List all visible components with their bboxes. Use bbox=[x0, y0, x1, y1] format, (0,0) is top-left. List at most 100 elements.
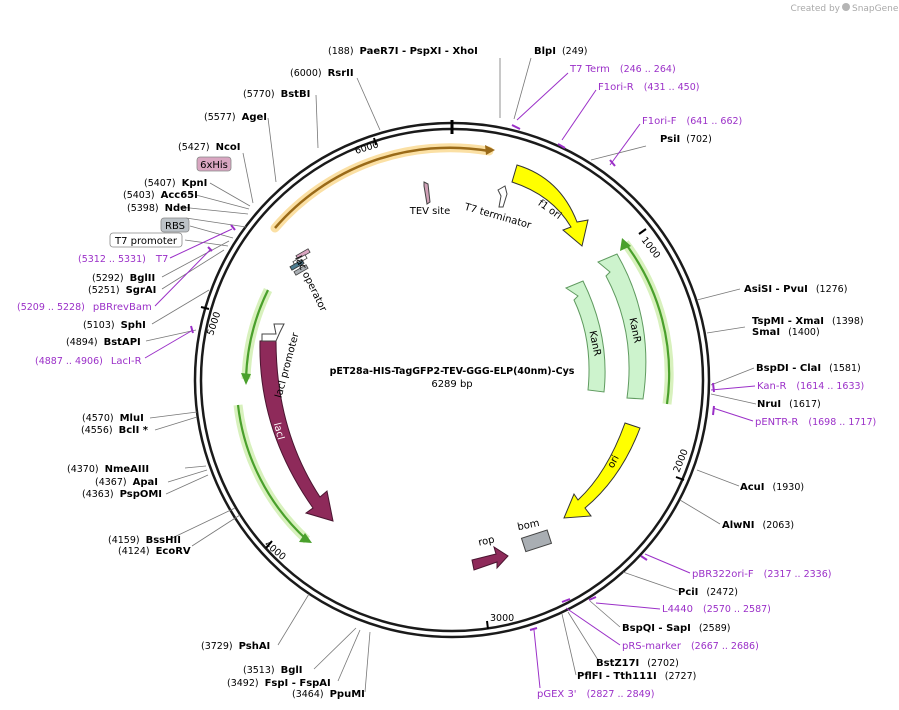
leader-ecorv bbox=[191, 514, 241, 547]
label-nrui: NruI(1617) bbox=[757, 399, 821, 410]
primer-mark-kanr bbox=[712, 382, 715, 393]
label-fspi-fspai: (3492)FspI - FspAI bbox=[227, 678, 331, 689]
label-acui: AcuI(1930) bbox=[740, 482, 804, 493]
label-ndei: (5398)NdeI bbox=[127, 203, 191, 214]
label-nmeaiii: (4370)NmeAIII bbox=[67, 464, 149, 475]
label-agei: (5577)AgeI bbox=[204, 112, 267, 123]
leader-bglii bbox=[161, 240, 230, 278]
label-bspdi-clai: BspDI - ClaI(1581) bbox=[756, 363, 861, 374]
tick-label-2000: 2000 bbox=[672, 448, 691, 475]
ori-label: ori bbox=[606, 453, 622, 470]
label-ncoi: (5427)NcoI bbox=[178, 142, 240, 153]
rop-label: rop bbox=[477, 534, 495, 548]
tev-site-feature bbox=[423, 181, 431, 205]
leader-t7promoter bbox=[184, 239, 229, 247]
primer-lines bbox=[144, 72, 756, 689]
primer-mark-f1orif bbox=[609, 159, 616, 167]
leader-nrui bbox=[710, 393, 757, 405]
leader-fspi bbox=[337, 629, 361, 682]
label-paer7i-pspxi-xhoi: (188)PaeR7I - PspXI - XhoI bbox=[328, 46, 478, 57]
label-kpni: (5407)KpnI bbox=[144, 178, 207, 189]
leader-blpi bbox=[513, 57, 532, 120]
primer-line-lacir bbox=[144, 329, 194, 359]
primer-line-f1orif bbox=[609, 123, 641, 166]
leader-ncoi bbox=[242, 152, 254, 204]
leader-kpni bbox=[209, 182, 251, 207]
label-t7-primer: (5312 .. 5331)T7 bbox=[78, 254, 168, 265]
plasmid-size: 6289 bp bbox=[431, 379, 472, 390]
t7-terminator-feature bbox=[497, 185, 508, 208]
label-psii: PsiI(702) bbox=[660, 134, 712, 145]
t7-promoter-label: T7 promoter bbox=[114, 236, 178, 247]
label-bspqi-sapi: BspQI - SapI(2589) bbox=[622, 623, 731, 634]
features: f1 ori KanR KanR ori lacI rop bom TEV si… bbox=[233, 143, 674, 571]
orange-cds-arrow bbox=[274, 146, 490, 229]
tick-mark-5000 bbox=[200, 306, 210, 310]
label-tspmi-xmai: TspMI - XmaI(1398) bbox=[752, 316, 864, 327]
label-pbr322ori-f: pBR322ori-F(2317 .. 2336) bbox=[692, 569, 831, 580]
primer-mark-f1orir bbox=[557, 143, 566, 149]
laci-promoter-feature bbox=[261, 323, 285, 342]
plasmid-name: pET28a-HIS-TagGFP2-TEV-GGG-ELP(40nm)-Cys bbox=[330, 366, 575, 377]
leader-ndei bbox=[179, 206, 249, 215]
lac-operator-label: lac operator bbox=[292, 254, 329, 314]
label-apai: (4367)ApaI bbox=[95, 477, 158, 488]
leader-lines bbox=[145, 57, 757, 693]
leader-bstbi bbox=[315, 94, 319, 149]
label-bsshii: (4159)BssHII bbox=[108, 535, 181, 546]
watermark-text: Created by bbox=[790, 4, 840, 14]
ori-feature bbox=[563, 422, 641, 519]
bom-feature bbox=[520, 529, 553, 553]
primer-mark-l4440 bbox=[588, 596, 597, 601]
primer-line-f1orir bbox=[561, 89, 597, 141]
leader-bcli bbox=[154, 416, 198, 431]
label-bstbi: (5770)BstBI bbox=[243, 89, 310, 100]
snapgene-logo-icon bbox=[842, 3, 850, 11]
leader-rbs bbox=[189, 225, 234, 239]
leader-sphi bbox=[151, 289, 210, 325]
label-rsrii: (6000)RsrII bbox=[290, 68, 354, 79]
primer-mark-t7term bbox=[511, 124, 521, 130]
primer-line-t7 bbox=[169, 228, 233, 259]
green-left2-arrow bbox=[236, 404, 308, 541]
label-blpi: BlpI(249) bbox=[534, 46, 587, 57]
label-alwni: AlwNI(2063) bbox=[722, 520, 794, 531]
label-prs-marker: pRS-marker(2667 .. 2686) bbox=[622, 641, 759, 652]
tick-mark-6000 bbox=[373, 137, 377, 146]
tick-mark-3000 bbox=[486, 620, 489, 630]
label-ppumi: (3464)PpuMI bbox=[292, 689, 365, 700]
primer-mark-pbr322orif bbox=[640, 555, 648, 561]
label-pgex3: pGEX 3'(2827 .. 2849) bbox=[537, 689, 654, 700]
rbs-label: RBS bbox=[165, 221, 185, 232]
his-tag-box bbox=[196, 156, 232, 172]
orange-cds-glow bbox=[270, 143, 494, 233]
leader-xmai bbox=[706, 326, 746, 334]
leader-pspomi bbox=[165, 474, 209, 495]
tag-box-4 bbox=[293, 264, 309, 276]
leader-agei bbox=[267, 117, 277, 183]
tick-mark-1000 bbox=[638, 228, 647, 235]
leader-sapi bbox=[589, 600, 621, 628]
label-mlui: (4570)MluI bbox=[82, 413, 144, 424]
primer-mark-lacir bbox=[190, 325, 194, 334]
label-smai: SmaI(1400) bbox=[752, 327, 820, 338]
leader-pvui bbox=[696, 288, 741, 301]
label-ecorv: (4124)EcoRV bbox=[118, 546, 191, 557]
label-f1ori-r: F1ori-R(431 .. 450) bbox=[598, 82, 699, 93]
primer-mark-pbrrevbam bbox=[207, 246, 213, 252]
primer-mark-pgex3 bbox=[529, 627, 538, 631]
tev-site-label: TEV site bbox=[409, 206, 451, 217]
leader-bsshii bbox=[167, 507, 236, 541]
primer-line-prsmarker bbox=[565, 607, 621, 646]
leader-bstapi bbox=[145, 329, 197, 342]
rop-feature bbox=[471, 545, 509, 571]
label-t7-term: T7 Term(246 .. 264) bbox=[569, 64, 676, 75]
label-bcli: (4556)BclI * bbox=[81, 425, 149, 436]
label-pspomi: (4363)PspOMI bbox=[82, 489, 162, 500]
t7-terminator-label: T7 terminator bbox=[462, 202, 533, 232]
rbs-box bbox=[160, 217, 190, 233]
label-bglii: (5292)BglII bbox=[92, 273, 155, 284]
tag-box-3 bbox=[289, 259, 305, 271]
f1-ori-feature bbox=[511, 164, 589, 247]
boxed-features: 6xHis RBS T7 promoter bbox=[109, 156, 232, 248]
